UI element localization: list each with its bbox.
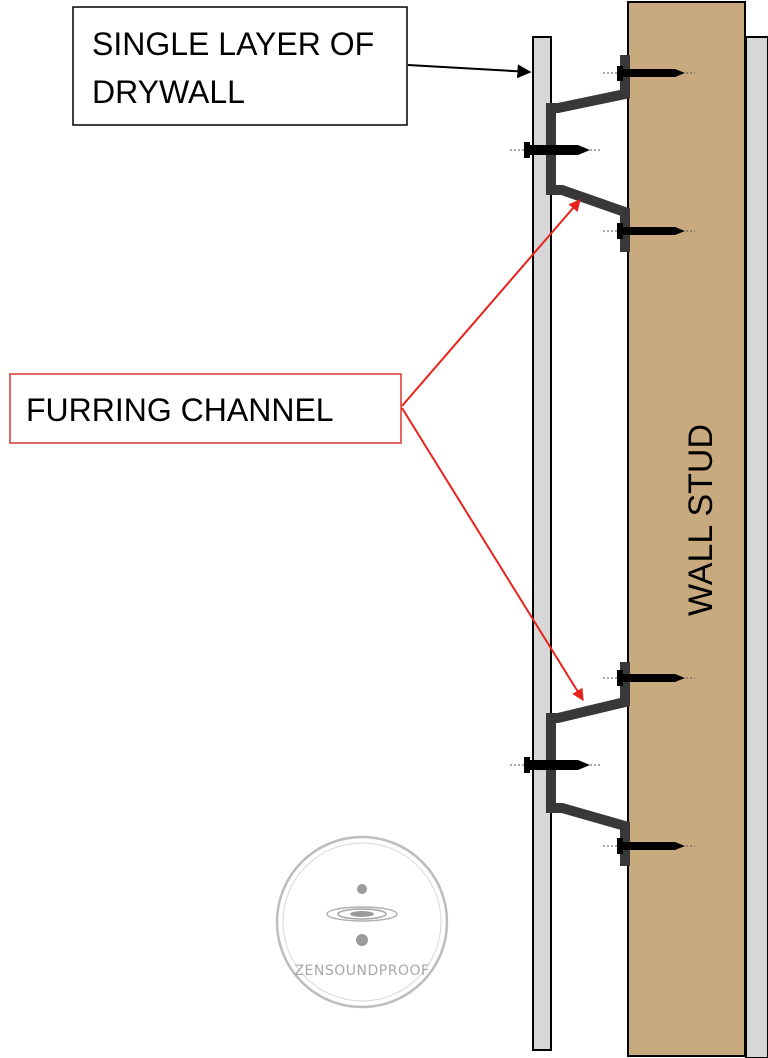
back-drywall-panel: [745, 36, 768, 1058]
wall-stud: [627, 1, 746, 1057]
screw-top-3: [603, 223, 695, 239]
drywall-pointer-arrow: [407, 64, 532, 79]
drywall-callout-box: [72, 6, 408, 126]
screw-bottom-2: [510, 757, 602, 773]
furring-channel-arrow-top: [401, 199, 581, 407]
drywall-label-line2: DRYWALL: [92, 74, 245, 110]
drywall-label-line1: SINGLE LAYER OF: [92, 26, 374, 62]
zensoundproof-logo: ZENSOUNDPROOF: [275, 835, 449, 1009]
furring-channel-arrow-bottom: [401, 407, 584, 702]
furring-channel-label: FURRING CHANNEL: [26, 392, 334, 428]
screw-bottom-1: [603, 670, 695, 686]
furring-channel-callout-box: [9, 373, 402, 444]
screw-bottom-3: [603, 838, 695, 854]
screw-top-1: [603, 66, 695, 81]
screw-top-2: [510, 142, 602, 158]
logo-text: ZENSOUNDPROOF: [294, 963, 429, 979]
wall-stud-label: WALL STUD: [682, 424, 720, 616]
water-drop-icon: [326, 884, 398, 946]
